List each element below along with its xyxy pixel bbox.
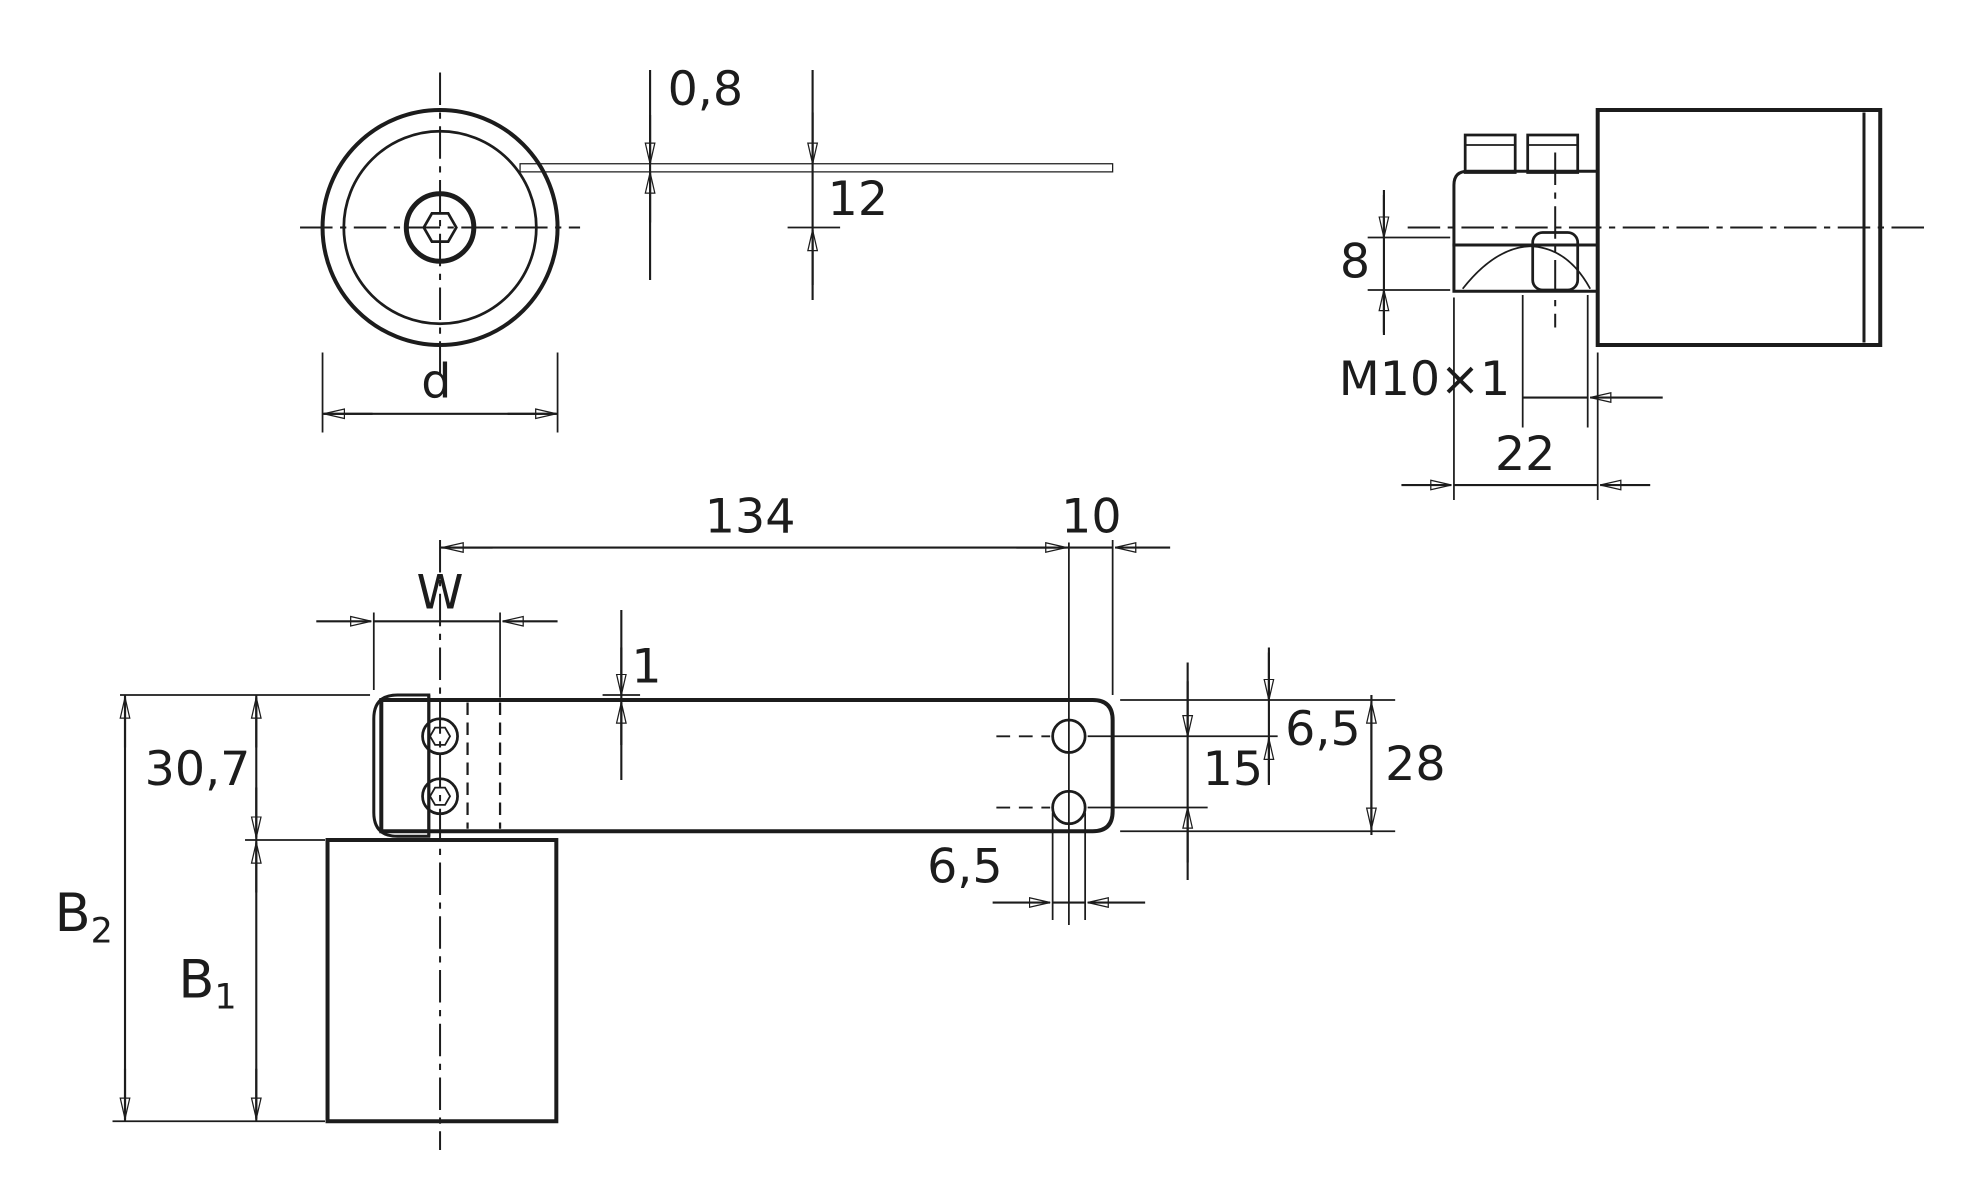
side-view-dimensions: 8 M10×1 22 bbox=[1339, 190, 1663, 500]
dim-clamp-height-over-roller: 30,7 bbox=[120, 694, 371, 841]
clamp-screw-left bbox=[1463, 133, 1517, 174]
dim-roller-diameter: d bbox=[321, 352, 559, 433]
dim-strip-thickness: 0,8 bbox=[644, 62, 744, 280]
clamp-screw-top bbox=[421, 717, 459, 756]
dim-hole-diameter: 6,5 bbox=[927, 812, 1146, 920]
dim-label-strip-length: 134 bbox=[705, 490, 796, 545]
dim-label-roller-width: B1 bbox=[178, 950, 236, 1018]
hub-bore bbox=[403, 191, 477, 264]
dim-hole-pitch: 15 bbox=[1087, 662, 1278, 880]
plan-view-dimensions: 134 10 W 1 30,7 bbox=[55, 490, 1446, 1123]
dim-hole-edge-offset: 6,5 bbox=[1263, 647, 1361, 785]
side-view-assembly bbox=[1407, 108, 1926, 347]
dim-clamp-width: W bbox=[316, 566, 558, 698]
tension-strip-edge bbox=[519, 163, 1114, 173]
strip-hole-top bbox=[1051, 718, 1087, 754]
dim-overall-width: B2 bbox=[55, 695, 326, 1123]
clamp-nut bbox=[1452, 243, 1600, 293]
hex-socket-icon bbox=[429, 726, 452, 746]
dim-label-clamp-depth: 22 bbox=[1495, 427, 1555, 482]
front-view-dimensions: 0,8 12 d bbox=[321, 62, 888, 433]
roller-outer-ring bbox=[320, 108, 560, 347]
clamp-body bbox=[1452, 169, 1600, 247]
dim-strip-length: 134 10 bbox=[440, 490, 1171, 695]
hex-socket-icon bbox=[422, 211, 458, 244]
strip-hole-bottom bbox=[1051, 789, 1087, 826]
clamp-screw-right bbox=[1526, 133, 1580, 174]
front-view-roller bbox=[300, 72, 1114, 375]
dim-label-roller-diameter: d bbox=[421, 355, 451, 410]
dim-strip-width: 28 bbox=[1120, 695, 1446, 835]
strip-clamp bbox=[372, 693, 431, 838]
dim-label-hole-diameter: 6,5 bbox=[927, 840, 1003, 895]
dim-label-clamp-height-over-roller: 30,7 bbox=[145, 742, 251, 797]
roller-plan bbox=[325, 838, 559, 1124]
roller-face bbox=[342, 129, 538, 326]
dim-strip-to-axis: 12 bbox=[787, 70, 888, 300]
dim-label-strip-to-axis: 12 bbox=[828, 172, 888, 227]
dim-label-hole-pitch: 15 bbox=[1203, 742, 1263, 797]
dim-label-hole-edge-offset: 6,5 bbox=[1285, 702, 1361, 757]
dim-strip-step: 1 bbox=[602, 610, 662, 780]
dim-roller-width: B1 bbox=[178, 840, 262, 1122]
dim-label-clamp-band-height: 8 bbox=[1340, 235, 1370, 290]
dim-clamp-band-height: 8 bbox=[1340, 190, 1451, 335]
dim-label-hole-to-end: 10 bbox=[1061, 490, 1121, 545]
dim-label-strip-step: 1 bbox=[631, 640, 661, 695]
dim-clamp-depth: 22 bbox=[1401, 297, 1651, 500]
mounting-strip bbox=[379, 698, 1115, 834]
dim-thread-spec: M10×1 bbox=[1339, 295, 1663, 428]
clamp-screw-bottom bbox=[421, 777, 459, 816]
dim-label-strip-width: 28 bbox=[1385, 737, 1445, 792]
dim-label-clamp-width: W bbox=[417, 566, 464, 621]
plan-view-assembly bbox=[325, 540, 1115, 1150]
dim-label-strip-thickness: 0,8 bbox=[668, 62, 744, 117]
hex-socket-icon bbox=[429, 786, 452, 806]
dim-label-overall-width: B2 bbox=[55, 883, 113, 951]
dim-label-thread-spec: M10×1 bbox=[1339, 352, 1510, 407]
